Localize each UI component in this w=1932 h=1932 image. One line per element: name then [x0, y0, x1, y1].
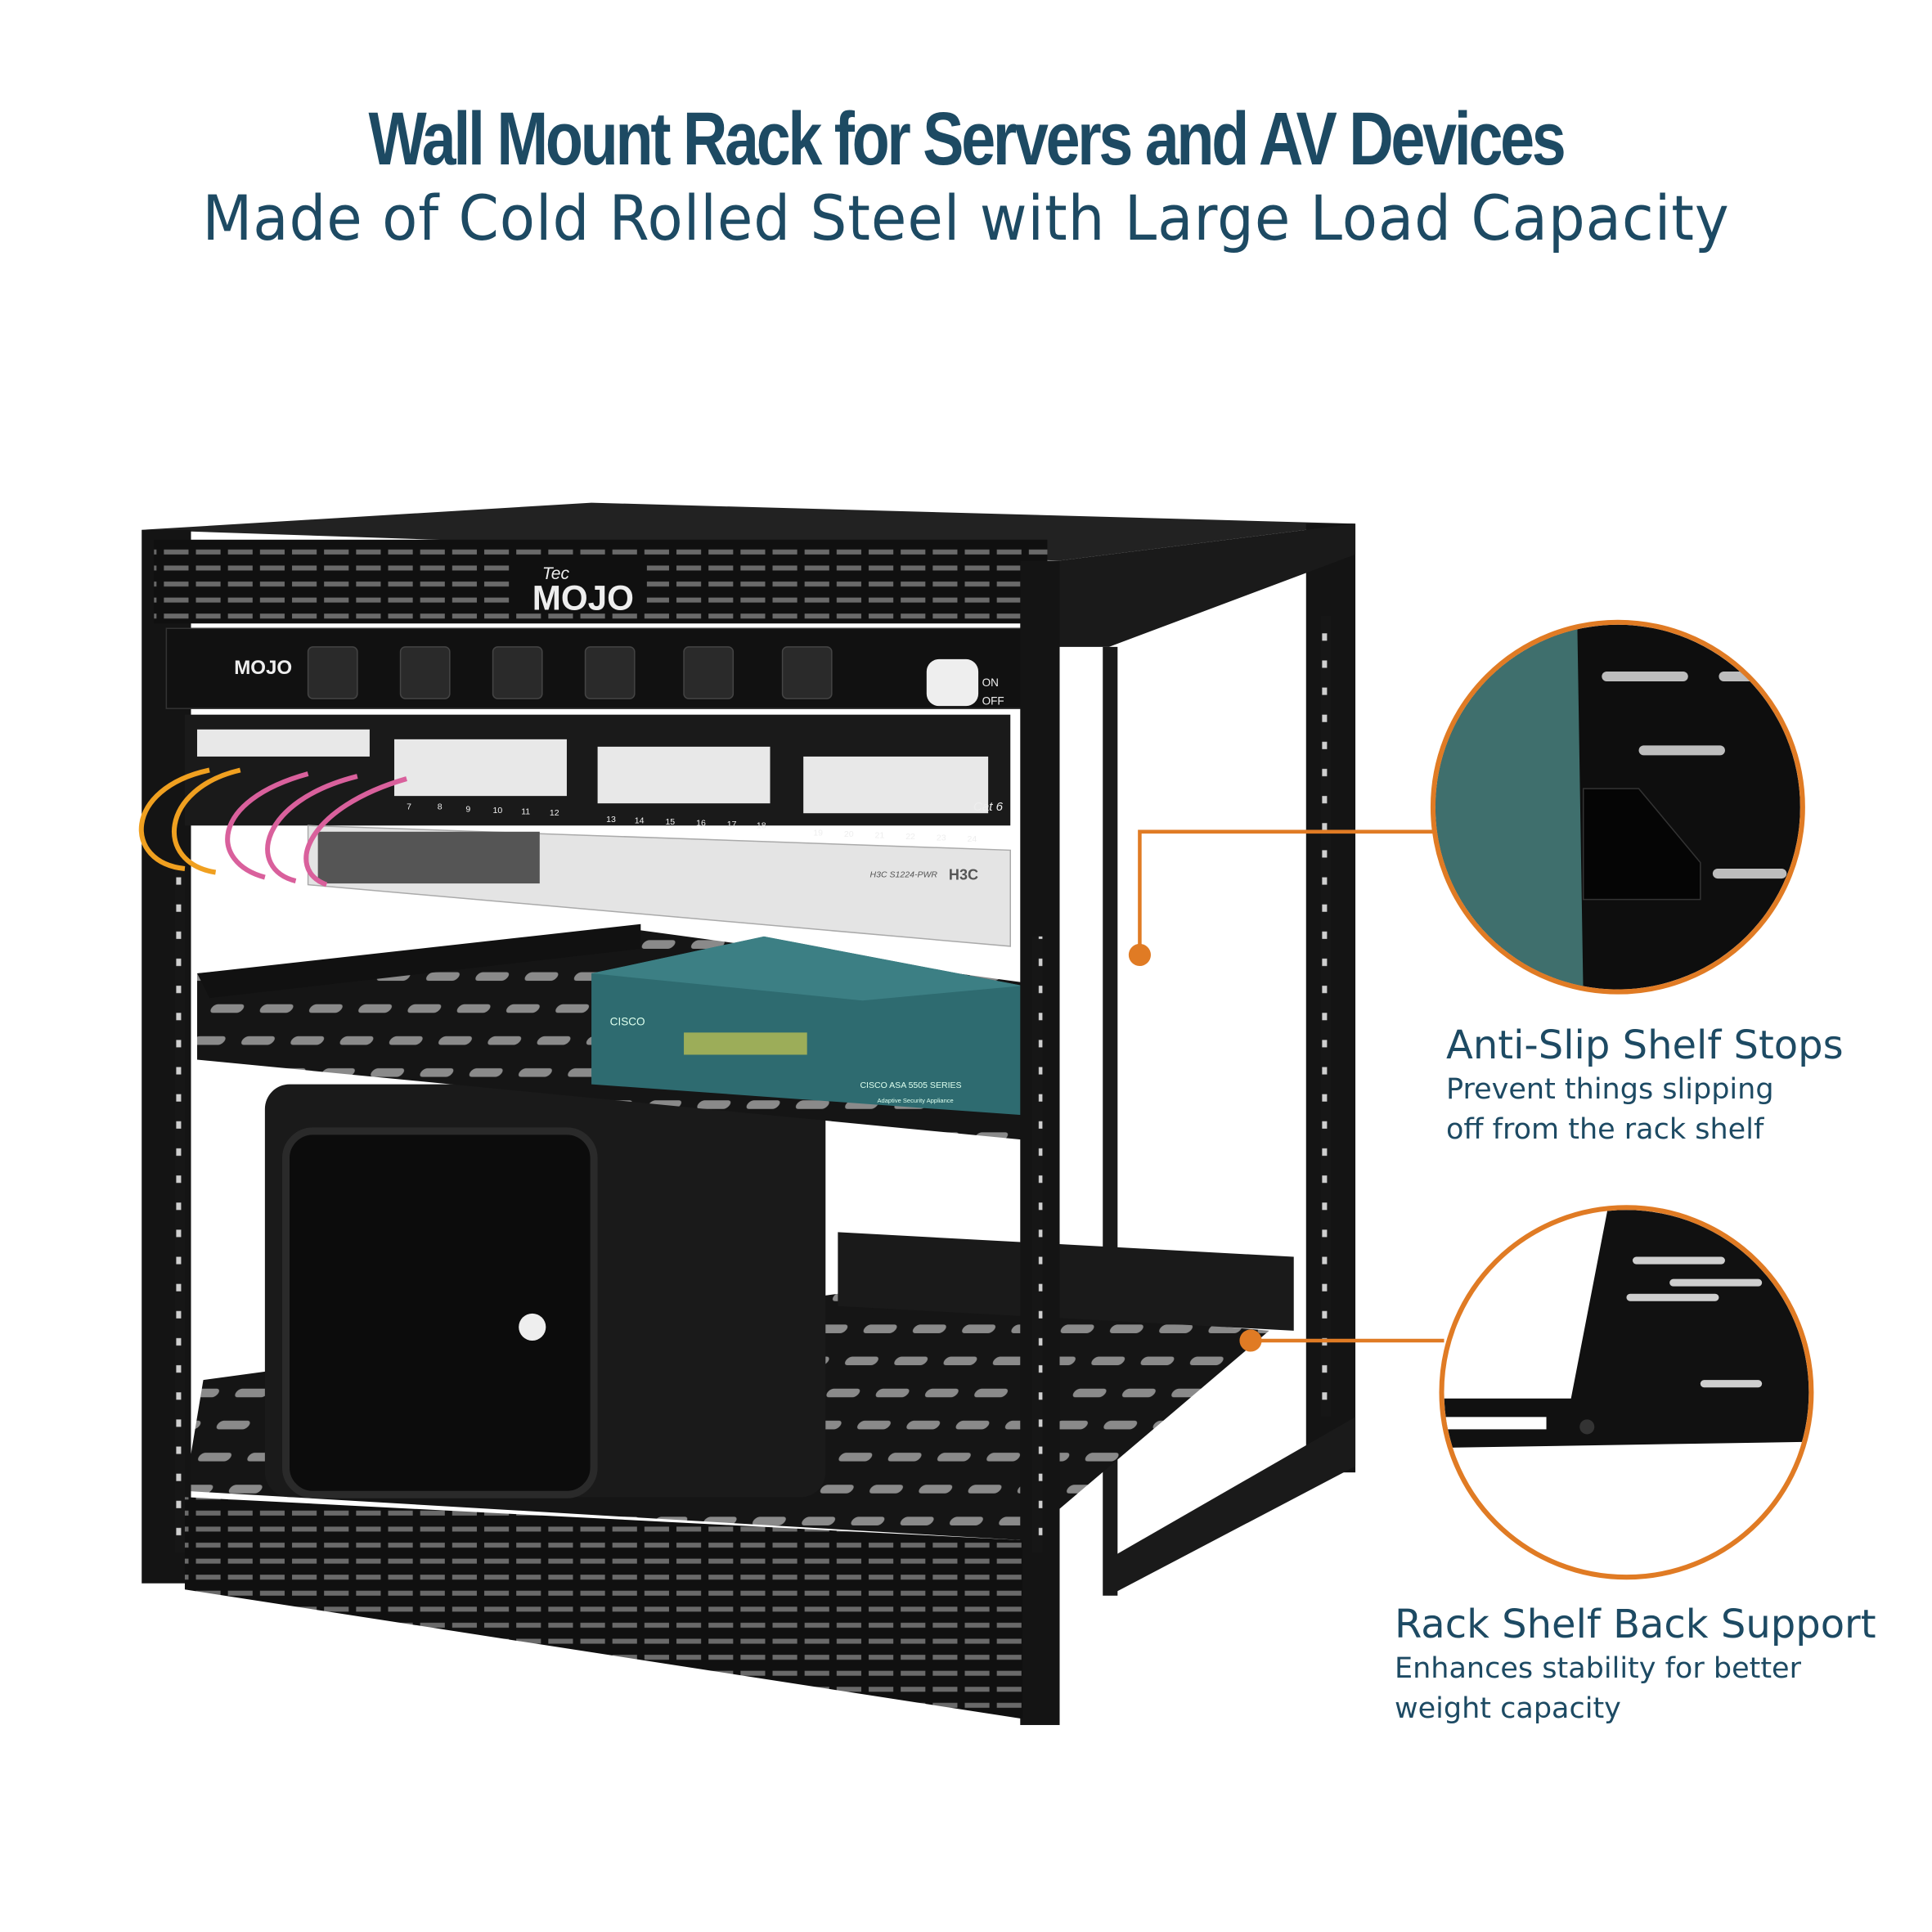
cat6-label: Cat 6 — [973, 800, 1004, 814]
page-title: Wall Mount Rack for Servers and AV Devic… — [368, 97, 1566, 181]
svg-text:13: 13 — [606, 815, 616, 824]
switch-brand-label: H3C — [949, 867, 978, 883]
callout-rack-shelf-back-support: Rack Shelf Back Support Enhances stabili… — [1395, 1602, 1885, 1728]
brand-small-label: Tec — [542, 564, 570, 583]
svg-text:10: 10 — [493, 806, 503, 815]
power-strip-logo: MOJO — [234, 657, 292, 679]
power-on-label: ON — [982, 676, 999, 689]
callout-body-line: off from the rack shelf — [1446, 1113, 1764, 1146]
svg-text:18: 18 — [757, 820, 766, 830]
svg-text:16: 16 — [696, 818, 706, 828]
svg-text:12: 12 — [550, 808, 559, 818]
svg-text:22: 22 — [905, 832, 915, 842]
shelf-stop-detail — [1435, 624, 1800, 990]
svg-text:11: 11 — [521, 807, 530, 817]
power-off-label: OFF — [982, 695, 1004, 708]
svg-text:21: 21 — [875, 830, 885, 840]
svg-text:20: 20 — [844, 829, 854, 839]
callout-body-line: Enhances stability for better — [1395, 1652, 1801, 1685]
power-switch — [926, 658, 979, 707]
firewall-brand-label: CISCO — [610, 1015, 645, 1027]
svg-text:8: 8 — [438, 802, 443, 812]
callout-heading: Rack Shelf Back Support — [1395, 1602, 1876, 1647]
back-support-detail — [1444, 1210, 1809, 1575]
svg-text:24: 24 — [968, 834, 977, 844]
callout-line-1 — [1138, 829, 1436, 955]
brand-logo: MOJO — [532, 579, 634, 618]
svg-text:19: 19 — [813, 828, 823, 838]
svg-text:17: 17 — [727, 820, 737, 829]
svg-text:14: 14 — [635, 815, 645, 825]
page-subtitle: Made of Cold Rolled Steel with Large Loa… — [202, 182, 1730, 254]
svg-text:7: 7 — [407, 802, 411, 812]
callout-body-line: Prevent things slipping — [1446, 1073, 1774, 1106]
svg-text:23: 23 — [937, 833, 946, 842]
callout-heading: Anti-Slip Shelf Stops — [1446, 1022, 1844, 1068]
switch-model-label: H3C S1224-PWR — [870, 870, 938, 880]
svg-text:9: 9 — [465, 805, 470, 815]
callout-anti-slip-shelf-stops: Anti-Slip Shelf Stops Prevent things sli… — [1446, 1022, 1904, 1148]
port-number-labels: 7 8 9 10 11 12 13 14 15 16 17 18 19 20 21 22 23 2… — [407, 802, 977, 844]
firewall-model-label: CISCO ASA 5505 SERIES — [860, 1081, 961, 1090]
rack-top-plate — [142, 502, 1356, 561]
svg-text:15: 15 — [665, 817, 675, 827]
patch-cables — [138, 767, 407, 887]
firewall-sub-label: Adaptive Security Appliance — [878, 1097, 954, 1104]
callout-body-line: weight capacity — [1395, 1692, 1621, 1725]
bottom-vent-panel — [184, 1497, 1023, 1719]
